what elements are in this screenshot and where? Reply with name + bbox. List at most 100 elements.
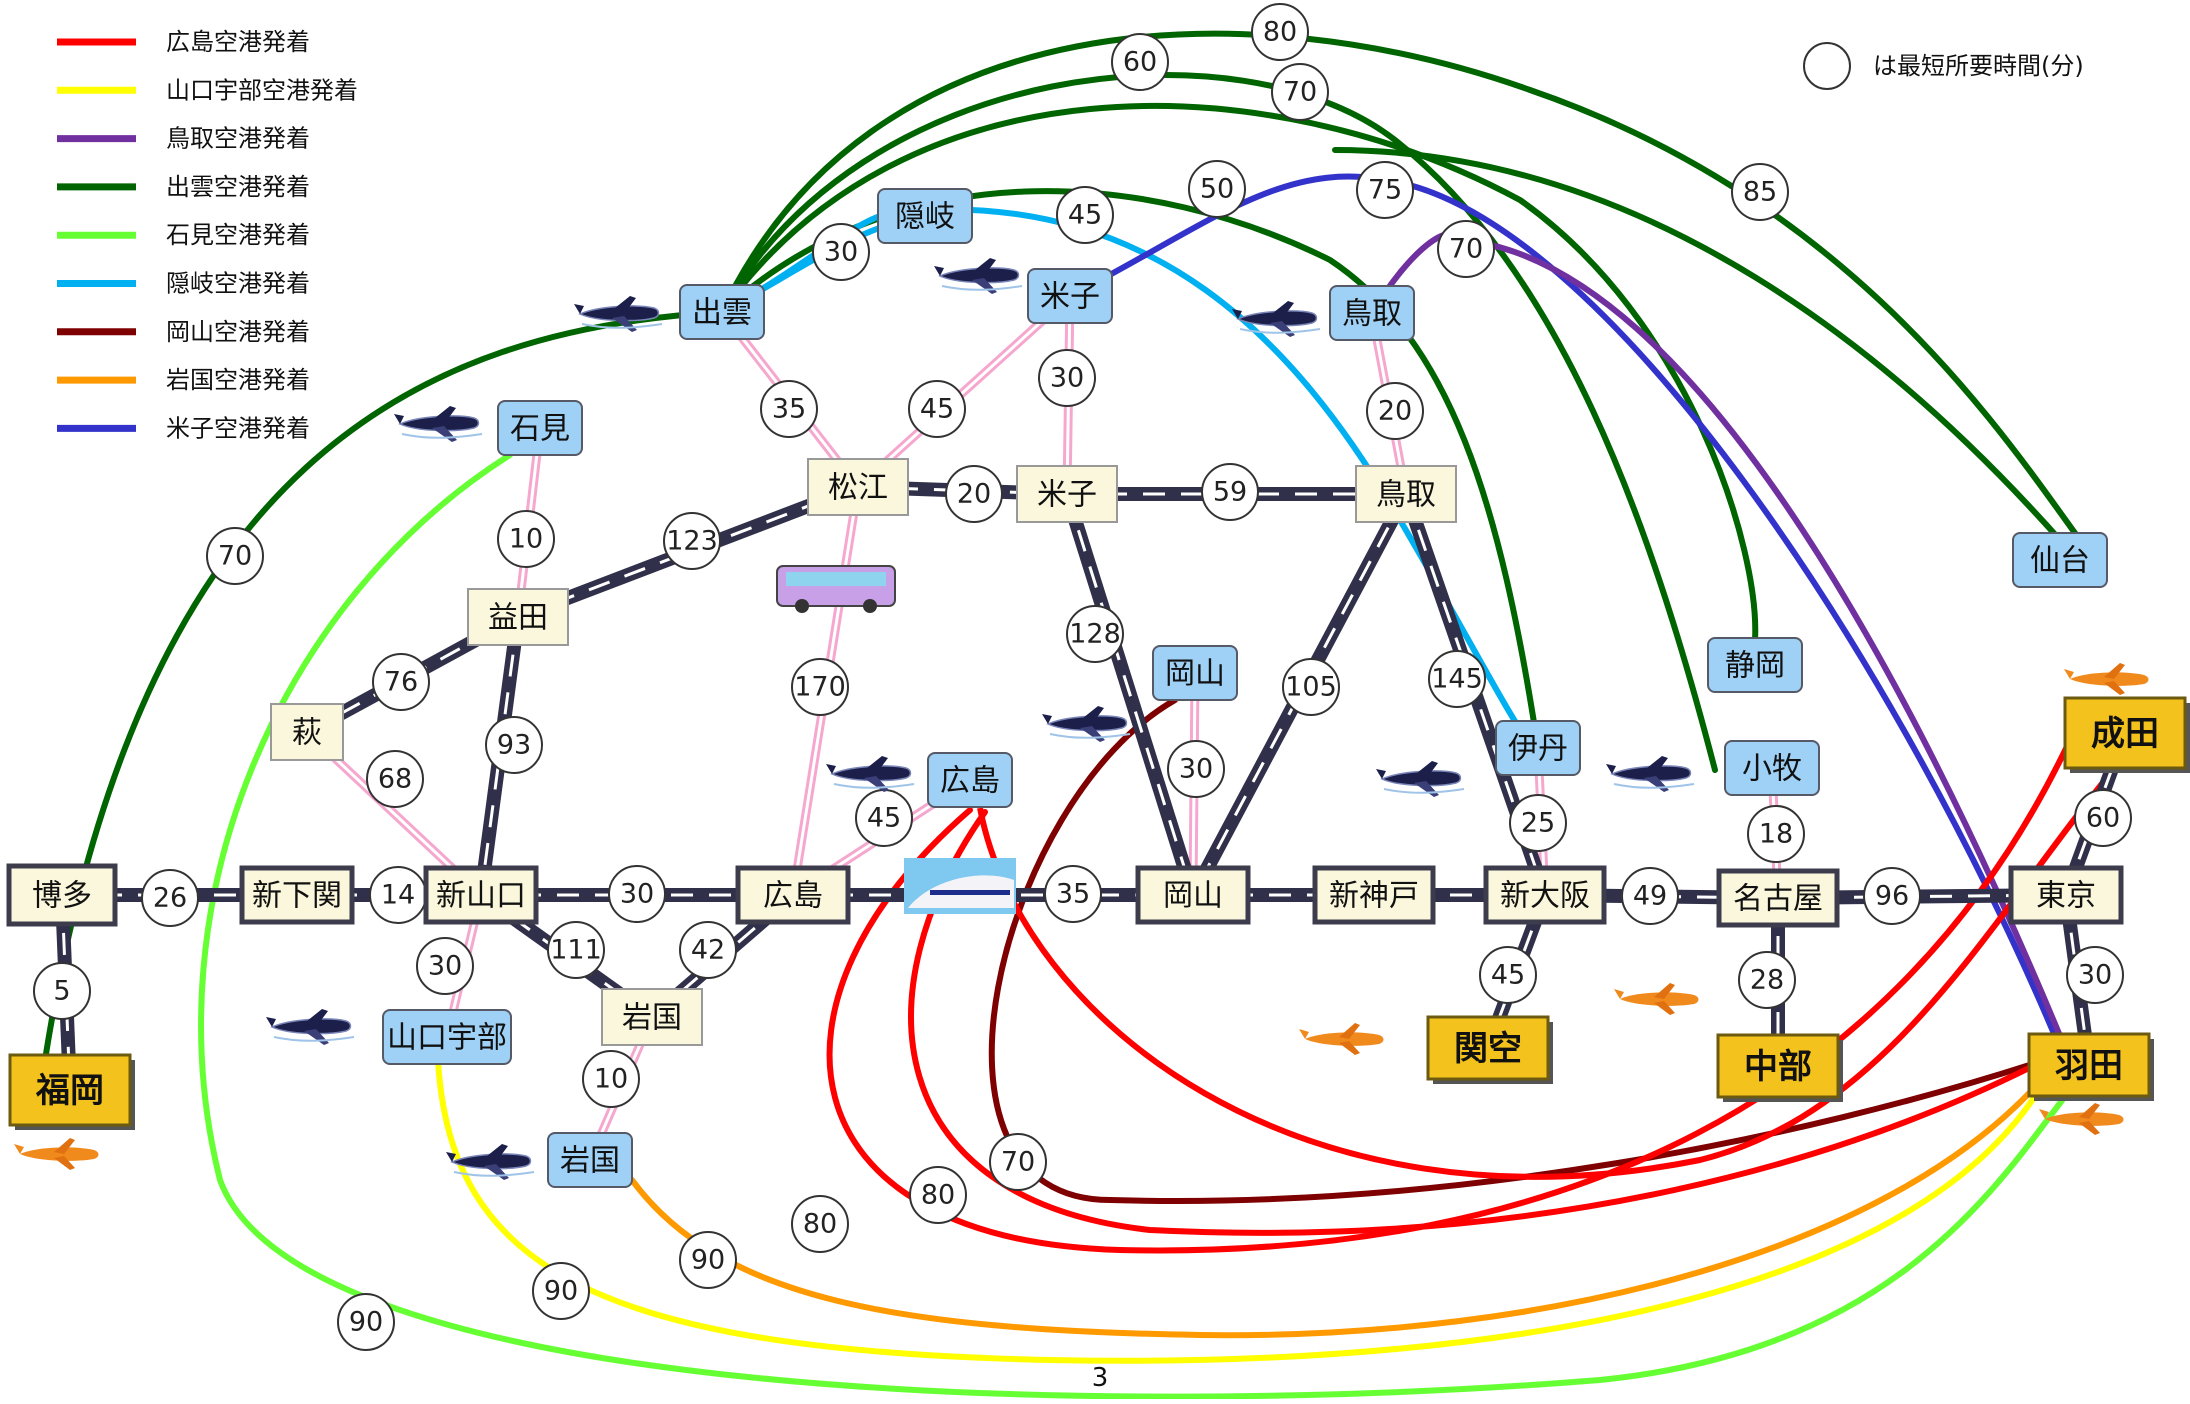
time-label-circle xyxy=(1188,160,1246,218)
note-text: は最短所要時間(分) xyxy=(1873,52,2084,80)
node-tottori_st[interactable]: 鳥取 xyxy=(1355,465,1457,523)
time-label-t_iwami_90: 90 xyxy=(337,1293,395,1351)
node-sendai[interactable]: 仙台 xyxy=(2012,532,2108,588)
node-box xyxy=(239,865,355,925)
time-label-t_okayama_70: 70 xyxy=(989,1133,1047,1191)
time-label-circle xyxy=(582,1050,640,1108)
node-okayama_ap[interactable]: 岡山 xyxy=(1152,645,1238,701)
node-hakata[interactable]: 博多 xyxy=(6,863,118,927)
airplane-icon xyxy=(933,257,1023,295)
node-hiroshima_ap[interactable]: 広島 xyxy=(927,752,1013,808)
time-label-t_tokyo_haneda: 30 xyxy=(2066,946,2124,1004)
node-shizuoka[interactable]: 静岡 xyxy=(1707,637,1803,693)
node-haneda[interactable]: 羽田 xyxy=(2027,1032,2154,1101)
node-box xyxy=(1152,645,1238,701)
flight-route-t_hiroshima_80b xyxy=(908,809,2048,1236)
time-label-t_shimo_shinyama: 14 xyxy=(369,866,427,924)
time-label-text: 70 xyxy=(1283,77,1317,108)
node-box xyxy=(1724,740,1820,796)
node-yonago_st[interactable]: 米子 xyxy=(1016,465,1118,523)
time-label-t_oki_itami: 45 xyxy=(1056,186,1114,244)
time-label-t_tottori_70: 70 xyxy=(1437,220,1495,278)
time-label-text: 145 xyxy=(1431,664,1483,695)
node-label: 岡山 xyxy=(1165,657,1225,692)
flight-route-t_yonago_75 xyxy=(1067,173,2068,1063)
time-label-t_hakata_shimo: 26 xyxy=(141,869,199,927)
node-tottori_ap[interactable]: 鳥取 xyxy=(1329,285,1415,341)
node-box xyxy=(2063,696,2187,770)
node-shinkobe[interactable]: 新神戸 xyxy=(1312,865,1436,925)
time-label-text: 28 xyxy=(1750,965,1784,996)
node-label: 益田 xyxy=(488,601,548,636)
time-label-text: 60 xyxy=(1123,47,1157,78)
node-label: 伊丹 xyxy=(1508,732,1568,767)
node-label: 小牧 xyxy=(1742,752,1802,787)
airplane-orange-icon xyxy=(2064,663,2149,695)
time-label-circle xyxy=(141,869,199,927)
legend-label: 石見空港発着 xyxy=(166,221,310,249)
node-box xyxy=(2012,532,2108,588)
node-matsue[interactable]: 松江 xyxy=(807,458,909,516)
node-chubu[interactable]: 中部 xyxy=(1716,1033,1843,1102)
shinkansen-train-icon xyxy=(904,858,1016,914)
time-label-circle xyxy=(1251,3,1309,61)
node-yonago_ap[interactable]: 米子 xyxy=(1027,268,1113,324)
node-nagoya[interactable]: 名古屋 xyxy=(1716,868,1840,928)
node-shinosaka[interactable]: 新大阪 xyxy=(1483,865,1607,925)
node-yamaguchiube[interactable]: 山口宇部 xyxy=(382,1009,512,1065)
airplane-icon xyxy=(445,1143,535,1181)
rail-dash xyxy=(1065,493,1195,896)
node-izumo[interactable]: 出雲 xyxy=(679,284,765,340)
time-label-t_hiroshima_80b: 80 xyxy=(909,1166,967,1224)
time-label-t_yonago_75: 75 xyxy=(1356,161,1414,219)
node-box xyxy=(877,188,973,244)
node-label: 隠岐 xyxy=(895,200,955,235)
node-tokyo[interactable]: 東京 xyxy=(2008,865,2124,925)
node-masuda[interactable]: 益田 xyxy=(467,588,569,646)
time-label-text: 45 xyxy=(867,803,901,834)
node-itami[interactable]: 伊丹 xyxy=(1495,720,1581,776)
node-box xyxy=(679,284,765,340)
node-komaki[interactable]: 小牧 xyxy=(1724,740,1820,796)
airplane-icon xyxy=(1041,705,1131,743)
node-oki[interactable]: 隠岐 xyxy=(877,188,973,244)
node-fukuoka[interactable]: 福岡 xyxy=(8,1053,135,1130)
node-box xyxy=(2008,865,2124,925)
duration-note: は最短所要時間(分) xyxy=(1803,42,2084,90)
node-hiroshima_st[interactable]: 広島 xyxy=(735,865,851,925)
node-iwami[interactable]: 石見 xyxy=(497,400,583,456)
node-label: 岩国 xyxy=(560,1144,620,1179)
time-label-t_shinyama_ube: 30 xyxy=(416,937,474,995)
node-shinyamaguchi[interactable]: 新山口 xyxy=(423,865,539,925)
node-narita[interactable]: 成田 xyxy=(2063,696,2190,773)
time-label-circle xyxy=(945,465,1003,523)
flight-route-t_izumo_70 xyxy=(719,103,1759,643)
node-iwakuni_ap[interactable]: 岩国 xyxy=(547,1132,633,1188)
time-label-circle xyxy=(1167,740,1225,798)
time-label-t_iwami_masuda: 10 xyxy=(497,510,555,568)
node-iwakuni_st[interactable]: 岩国 xyxy=(601,988,703,1046)
time-label-circle xyxy=(989,1133,1047,1191)
time-label-circle xyxy=(1863,867,1921,925)
time-label-text: 5 xyxy=(53,976,70,1007)
time-label-t_izumo_80: 80 xyxy=(1251,3,1309,61)
time-label-t_yonagoap_yonago: 30 xyxy=(1038,349,1096,407)
time-label-t_hagi_shinyama: 68 xyxy=(366,750,424,808)
time-label-circle xyxy=(1066,605,1124,663)
legend-label: 岡山空港発着 xyxy=(166,318,310,346)
node-okayama_st[interactable]: 岡山 xyxy=(1135,865,1251,925)
flight-routes xyxy=(42,30,2133,1400)
time-label-circle xyxy=(1111,33,1169,91)
time-label-circle xyxy=(1747,805,1805,863)
time-label-circle xyxy=(1356,161,1414,219)
time-label-circle xyxy=(1428,650,1486,708)
bus-wheel xyxy=(795,599,809,613)
node-kanku[interactable]: 関空 xyxy=(1426,1015,1553,1084)
node-shimonoseki[interactable]: 新下関 xyxy=(239,865,355,925)
node-hagi[interactable]: 萩 xyxy=(270,703,344,761)
flight-route-t_iwakuni_90 xyxy=(629,1067,2053,1339)
time-label-circle xyxy=(1056,186,1114,244)
time-label-text: 49 xyxy=(1633,881,1667,912)
node-box xyxy=(1312,865,1436,925)
